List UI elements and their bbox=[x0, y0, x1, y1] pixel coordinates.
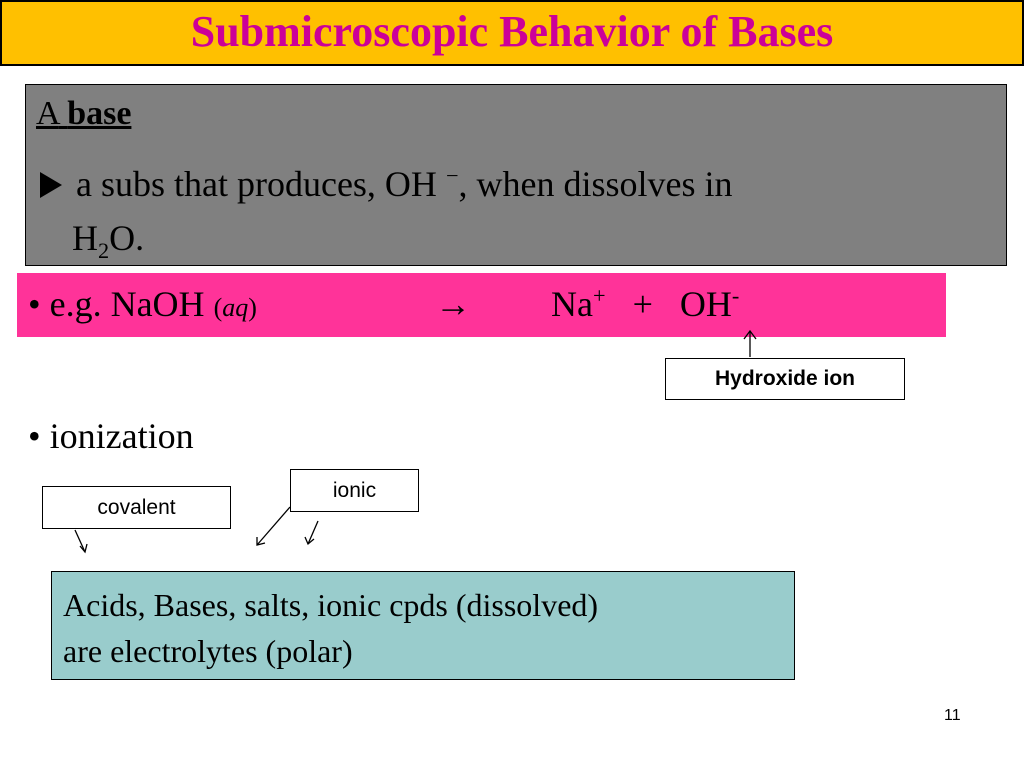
electrolytes-line-1: Acids, Bases, salts, ionic cpds (dissolv… bbox=[63, 587, 599, 623]
hydroxide-charge: - bbox=[731, 283, 740, 308]
title-bar bbox=[0, 0, 1024, 66]
definition-text-post: , when dissolves in bbox=[458, 164, 733, 204]
electrolytes-line-2: are electrolytes (polar) bbox=[63, 633, 353, 669]
sodium-ion: Na bbox=[551, 284, 593, 324]
covalent-arrow-head bbox=[79, 543, 88, 554]
definition-box bbox=[25, 84, 1007, 266]
reactant-label: • e.g. NaOH bbox=[28, 284, 205, 324]
ionic-arrow-right-head bbox=[304, 536, 315, 546]
reaction-arrow: → bbox=[435, 284, 471, 324]
hydroxide-ion: OH bbox=[679, 284, 732, 324]
definition-heading: A base bbox=[36, 92, 131, 136]
bullet-arrow-icon bbox=[40, 172, 62, 198]
hydroxide-pointer-head bbox=[743, 329, 757, 340]
covalent-arrow-line bbox=[74, 529, 86, 553]
definition-text-pre: a subs that produces, OH bbox=[76, 164, 437, 204]
water-o: O. bbox=[109, 218, 145, 258]
oh-charge-superscript: − bbox=[445, 163, 459, 188]
equation-reactant: • e.g. NaOH (aq) bbox=[28, 280, 257, 332]
covalent-callout: covalent bbox=[42, 486, 231, 529]
ionic-arrow-right-line bbox=[307, 520, 319, 545]
equation-bar bbox=[17, 273, 946, 337]
heading-term: base bbox=[67, 95, 132, 132]
electrolytes-box bbox=[51, 571, 795, 680]
water-h: H bbox=[72, 218, 98, 258]
definition-line-2: H2O. bbox=[72, 216, 145, 264]
page-number: 11 bbox=[944, 707, 961, 724]
ionic-arrow-left-line bbox=[256, 506, 291, 546]
definition-line-1: a subs that produces, OH −, when dissolv… bbox=[40, 162, 733, 206]
ionic-arrow-left-head bbox=[256, 537, 266, 546]
water-subscript: 2 bbox=[98, 238, 110, 264]
ionization-bullet: • ionization bbox=[28, 416, 194, 456]
equation-products: Na+ + OH- bbox=[551, 282, 739, 326]
aq-close-paren: ) bbox=[248, 293, 257, 322]
ionic-callout: ionic bbox=[290, 469, 419, 512]
sodium-charge: + bbox=[592, 283, 606, 308]
hydroxide-ion-callout: Hydroxide ion bbox=[665, 358, 905, 400]
aq-state: aq bbox=[222, 293, 249, 322]
plus-sign: + bbox=[632, 284, 653, 324]
heading-article: A bbox=[36, 95, 59, 132]
aq-open-paren: ( bbox=[213, 293, 223, 322]
slide-title: Submicroscopic Behavior of Bases bbox=[190, 7, 834, 56]
